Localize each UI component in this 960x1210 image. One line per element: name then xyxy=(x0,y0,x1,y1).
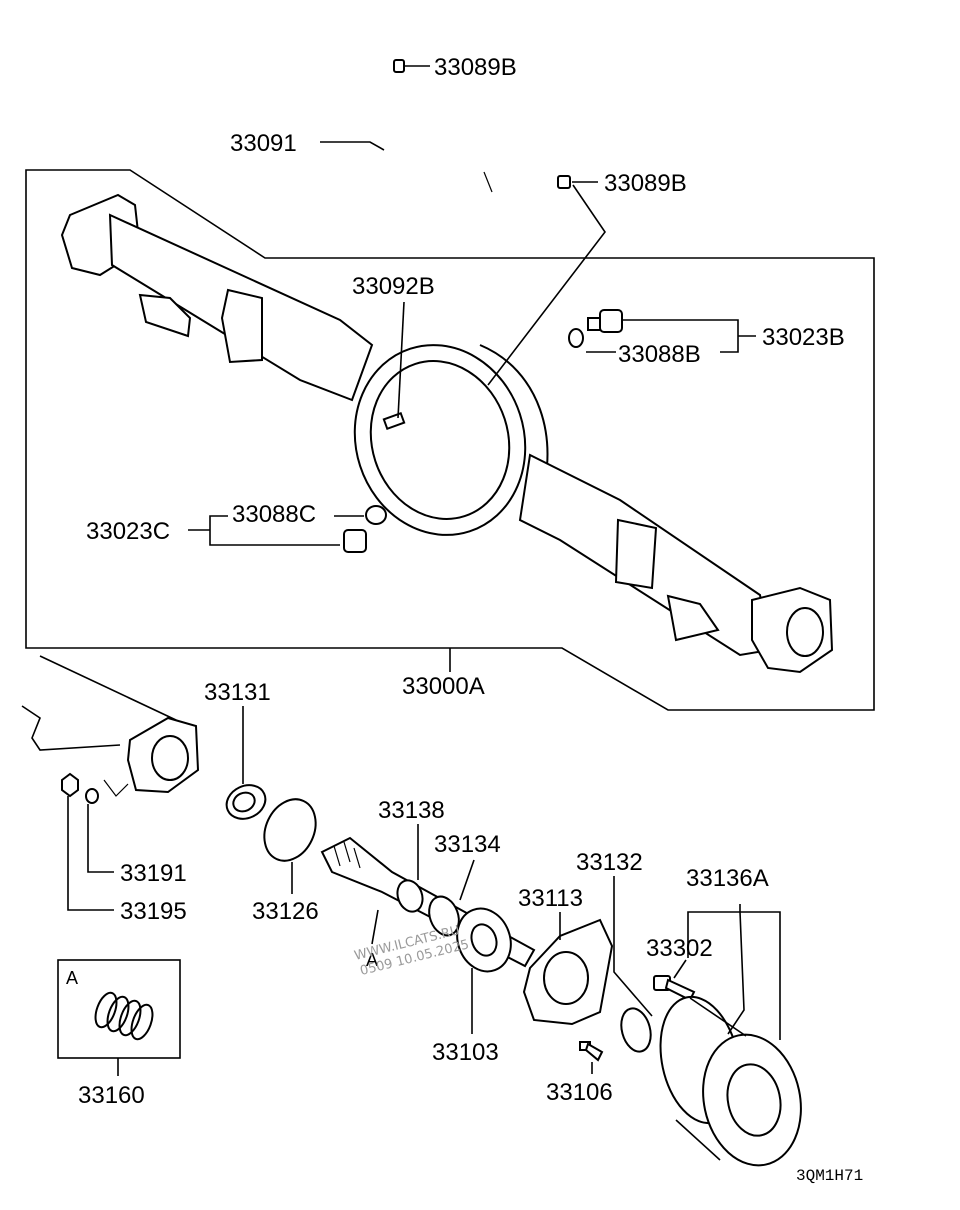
reference-a-label: A xyxy=(366,950,378,970)
oil-seal-33131 xyxy=(225,784,267,820)
housing-end-reference xyxy=(21,655,200,797)
leader-33134 xyxy=(459,859,475,901)
label-33106: 33106 xyxy=(546,1079,613,1106)
o-ring-33126 xyxy=(263,798,317,862)
label-33132: 33132 xyxy=(576,849,643,876)
label-33138: 33138 xyxy=(378,797,445,824)
leader-lines-top xyxy=(188,65,756,672)
label-33126: 33126 xyxy=(252,898,319,925)
label-33113: 33113 xyxy=(518,885,583,912)
label-33302: 33302 xyxy=(646,935,713,962)
label-33131: 33131 xyxy=(204,679,271,706)
gasket-33088b xyxy=(568,328,584,348)
label-33088c: 33088C xyxy=(232,501,316,528)
axle-housing-assembly-frame xyxy=(25,169,875,711)
label-33000a: 33000A xyxy=(402,673,485,700)
snap-ring-33138 xyxy=(396,879,424,913)
label-33191: 33191 xyxy=(120,860,187,887)
gasket-33088c xyxy=(365,505,387,525)
washer-33191 xyxy=(85,788,99,804)
label-33103: 33103 xyxy=(432,1039,499,1066)
leader-33302 xyxy=(673,959,687,979)
hose-clip-right xyxy=(557,175,571,189)
watermark: WWW.ILCATS.RU 0509 10.05.2025 xyxy=(353,923,471,979)
leader-33132 xyxy=(613,876,653,1017)
label-33023b: 33023B xyxy=(762,324,845,351)
label-33195: 33195 xyxy=(120,898,187,925)
leader-33191 xyxy=(87,804,114,873)
leader-33195 xyxy=(67,796,114,911)
label-33089b-right: 33089B xyxy=(604,170,687,197)
breather-hose xyxy=(374,68,565,202)
kit-box-ref-label: A xyxy=(66,968,78,988)
hose-clip-top xyxy=(393,59,405,73)
snap-ring-kit-box xyxy=(57,959,181,1059)
bearing-retainer-33134 xyxy=(428,895,460,937)
drawing-code: 3QM1H71 xyxy=(796,1167,863,1185)
bearing-case-33113 xyxy=(522,918,614,1026)
label-33134: 33134 xyxy=(434,831,501,858)
label-33092b: 33092B xyxy=(352,273,435,300)
leader-33136a xyxy=(687,911,781,1040)
axle-housing xyxy=(60,193,834,674)
nut-33195 xyxy=(61,772,79,798)
label-33088b: 33088B xyxy=(618,341,701,368)
label-33089b-top: 33089B xyxy=(434,54,517,81)
label-33091: 33091 xyxy=(230,130,297,157)
bearing-33103 xyxy=(456,907,512,973)
brake-drum-33136a xyxy=(659,995,802,1167)
plug-33023b xyxy=(587,309,623,333)
reference-a-pointer xyxy=(371,909,379,945)
bolt-33106 xyxy=(579,1041,604,1062)
leader-33136a-b xyxy=(727,904,745,1035)
label-33136a: 33136A xyxy=(686,865,769,892)
plug-33023c xyxy=(343,529,367,553)
snap-ring-kit-33160 xyxy=(94,991,154,1041)
oil-seal-33132 xyxy=(620,1007,652,1053)
label-33023c: 33023C xyxy=(86,518,170,545)
label-33160: 33160 xyxy=(78,1082,145,1109)
